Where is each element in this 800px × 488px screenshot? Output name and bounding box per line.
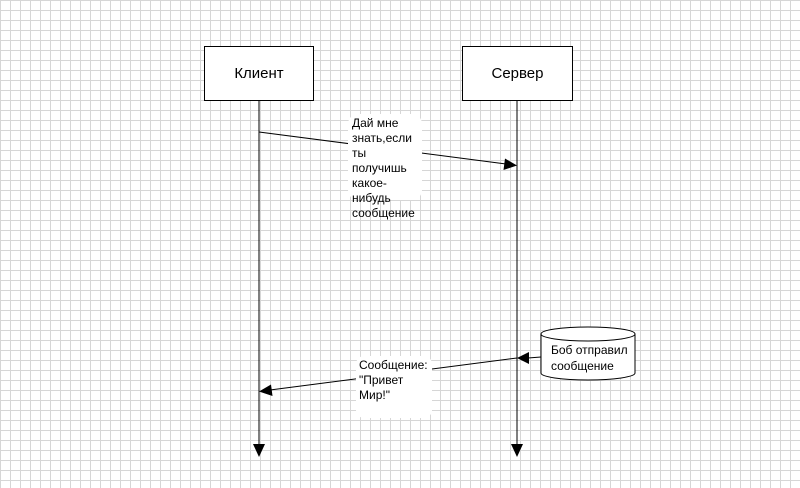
client-participant-box[interactable]: Клиент bbox=[204, 46, 314, 101]
server-participant-box[interactable]: Сервер bbox=[462, 46, 573, 101]
response-message-label: Сообщение: "Привет Мир!" bbox=[356, 356, 432, 418]
response-arrowhead bbox=[259, 384, 273, 396]
request-arrowhead bbox=[503, 158, 517, 170]
client-participant-label: Клиент bbox=[234, 65, 284, 82]
server-lifeline-arrowhead bbox=[511, 444, 523, 457]
server-participant-label: Сервер bbox=[491, 65, 544, 82]
datastore-connector-line bbox=[527, 356, 542, 359]
datastore-arrowhead bbox=[517, 352, 529, 364]
client-lifeline-arrowhead bbox=[253, 444, 265, 457]
datastore-label: Боб отправил сообщение bbox=[551, 343, 628, 373]
datastore-cylinder bbox=[540, 326, 636, 381]
request-message-label: Дай мне знать,если ты получишь какое-ниб… bbox=[348, 114, 422, 220]
